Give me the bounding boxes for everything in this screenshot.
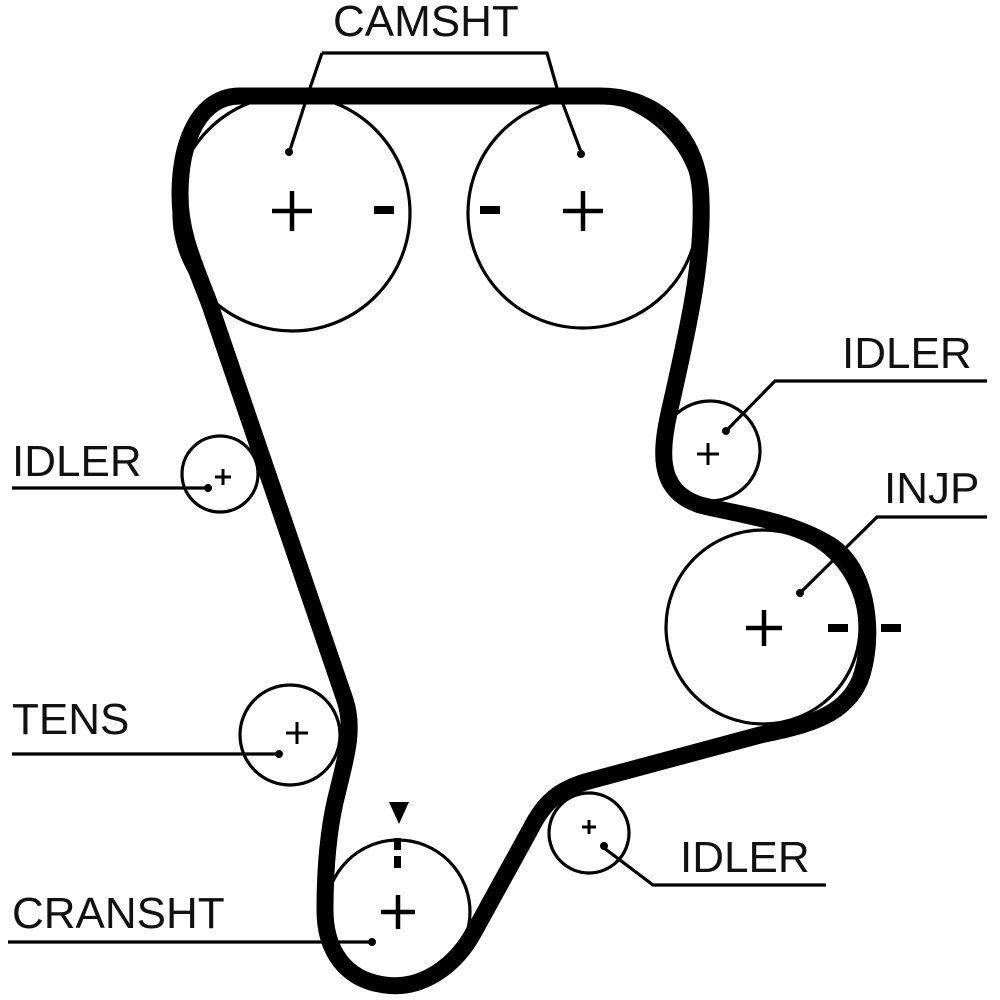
camshaft-right-pointer-dot	[577, 150, 585, 158]
camshaft-leader-left	[288, 52, 324, 151]
camshaft-label: CAMSHT	[333, 0, 519, 46]
plus-icon	[697, 443, 719, 465]
idler-lower-pulley	[547, 791, 631, 875]
plus-icon	[381, 895, 415, 929]
idler-left-pointer-dot	[204, 484, 212, 492]
crankshaft-label: CRANSHT	[12, 889, 225, 938]
plus-icon	[215, 469, 231, 485]
idler-lower-pointer-dot	[600, 842, 608, 850]
minus-icon	[828, 624, 848, 632]
idler-left-pulley	[180, 434, 260, 514]
camshaft-leader-bracket	[322, 51, 559, 89]
camshaft-left-pointer-dot	[285, 148, 293, 156]
plus-icon	[746, 610, 782, 646]
injection-pump-leader	[798, 515, 987, 595]
tensioner-label: TENS	[12, 695, 129, 744]
timing-mark-triangle-icon	[389, 802, 409, 824]
timing-belt	[171, 87, 877, 995]
minus-icon	[374, 206, 394, 214]
camshaft-leader-right	[555, 87, 583, 153]
idler-lower-label: IDLER	[680, 833, 810, 882]
minus-icon	[881, 624, 901, 632]
tensioner-pointer-dot	[275, 750, 283, 758]
crankshaft-pointer-dot	[368, 938, 376, 946]
idler-upper-right-leader	[724, 379, 987, 433]
timing-mark-line	[394, 838, 401, 850]
injection-pump-label: INJP	[884, 464, 979, 513]
timing-mark-line	[394, 856, 401, 868]
idler-upper-right-pointer-dot	[722, 427, 730, 435]
plus-icon	[563, 191, 603, 231]
plus-icon	[582, 820, 596, 834]
idler-upper-right-label: IDLER	[842, 329, 972, 378]
plus-icon	[286, 722, 308, 744]
idler-lower-leader	[603, 846, 826, 887]
tensioner-pulley	[238, 683, 342, 787]
minus-icon	[480, 206, 500, 214]
idler-left-label: IDLER	[12, 437, 142, 486]
injection-pump-pointer-dot	[796, 589, 804, 597]
plus-icon	[272, 191, 312, 231]
